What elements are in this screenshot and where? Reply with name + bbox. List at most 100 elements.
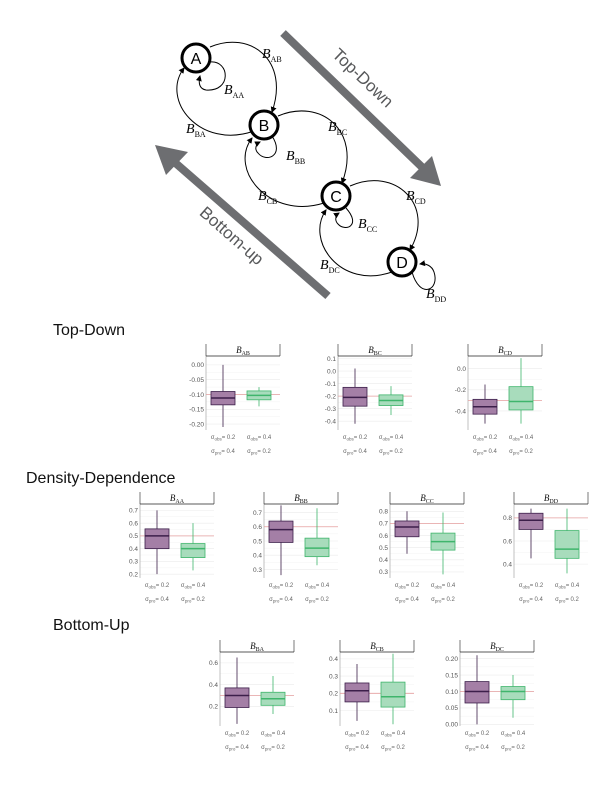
- svg-text:D: D: [396, 255, 408, 272]
- sigma-label: σobs= 0.4: [431, 583, 456, 590]
- panel-title: BCC: [420, 493, 434, 505]
- sigma-label: σpro= 0.2: [509, 449, 533, 456]
- box: [394, 520, 420, 538]
- sigma-label: σobs= 0.2: [465, 731, 490, 738]
- edge-ab: [209, 41, 277, 113]
- strip-header: [460, 640, 534, 652]
- panel-title: BBA: [250, 641, 265, 653]
- y-tick-label: 0.6: [209, 660, 218, 667]
- y-tick-label: 0.8: [503, 515, 512, 522]
- sigma-label: σpro= 0.2: [181, 597, 205, 604]
- y-tick-label: 0.3: [379, 569, 388, 576]
- sigma-label: σpro= 0.4: [345, 745, 369, 752]
- y-tick-label: -0.4: [455, 408, 467, 415]
- sigma-label: σpro= 0.4: [465, 745, 489, 752]
- section-title-top-down: Top-Down: [53, 322, 126, 339]
- svg-text:C: C: [330, 189, 342, 206]
- edge-label-cc: BCC: [358, 217, 377, 234]
- sigma-label: σpro= 0.2: [431, 597, 455, 604]
- y-tick-label: 0.7: [379, 521, 388, 528]
- panel-title: BCD: [498, 345, 513, 357]
- edge-label-dd: BDD: [426, 287, 446, 304]
- edge-label-dc: BDC: [320, 258, 340, 275]
- panel-title: BAA: [170, 493, 185, 505]
- edge-label-cd: BCD: [406, 189, 426, 206]
- y-tick-label: 0.7: [253, 510, 262, 517]
- edge-label-ab: BAB: [262, 47, 282, 64]
- sigma-label: σobs= 0.4: [247, 435, 272, 442]
- edge-aa: [195, 61, 226, 91]
- y-tick-label: 0.05: [445, 705, 458, 712]
- panel-title: BCB: [370, 641, 384, 653]
- y-tick-label: 0.10: [445, 689, 458, 696]
- sigma-label: σobs= 0.4: [181, 583, 206, 590]
- y-tick-label: 0.7: [129, 508, 138, 515]
- sigma-label: σpro= 0.2: [381, 745, 405, 752]
- strip-header: [206, 344, 280, 356]
- y-tick-label: 0.0: [457, 366, 466, 373]
- box: [344, 682, 370, 703]
- y-tick-label: -0.3: [325, 406, 337, 413]
- y-tick-label: 0.8: [379, 509, 388, 516]
- y-tick-label: 0.1: [329, 708, 338, 715]
- sigma-label: σpro= 0.2: [261, 745, 285, 752]
- sigma-label: σobs= 0.2: [519, 583, 544, 590]
- food-web-diagram: Top-Down Bottom-up A B C D BAB BAA BBA: [155, 30, 446, 304]
- sigma-label: σobs= 0.2: [343, 435, 368, 442]
- y-tick-label: -0.20: [189, 421, 204, 428]
- sigma-label: σobs= 0.2: [225, 731, 250, 738]
- edge-bc: [277, 110, 348, 184]
- sigma-label: σobs= 0.2: [145, 583, 170, 590]
- sigma-label: σobs= 0.4: [305, 583, 330, 590]
- edge-label-aa: BAA: [224, 83, 244, 100]
- y-tick-label: 0.2: [329, 691, 338, 698]
- y-tick-label: 0.4: [209, 682, 218, 689]
- y-tick-label: 0.15: [445, 672, 458, 679]
- y-tick-label: -0.1: [325, 381, 337, 388]
- edge-dd: [411, 260, 436, 290]
- box: [518, 512, 544, 530]
- box: [500, 686, 526, 701]
- strip-header: [140, 492, 214, 504]
- box: [224, 687, 250, 708]
- edge-ba: [176, 67, 255, 136]
- strip-header: [220, 640, 294, 652]
- y-tick-label: 0.5: [253, 538, 262, 545]
- edge-label-bc: BBC: [328, 120, 347, 137]
- panel-title: BDD: [544, 493, 559, 505]
- sigma-label: σobs= 0.2: [473, 435, 498, 442]
- edge-cc: [333, 207, 353, 228]
- sigma-label: σobs= 0.2: [345, 731, 370, 738]
- y-tick-label: 0.0: [327, 368, 336, 375]
- y-tick-label: 0.2: [209, 704, 218, 711]
- y-tick-label: -0.2: [455, 387, 467, 394]
- sigma-label: σobs= 0.4: [555, 583, 580, 590]
- box: [144, 528, 170, 550]
- sigma-label: σobs= 0.4: [261, 731, 286, 738]
- box: [464, 681, 490, 704]
- section-title-density-dependence: Density-Dependence: [26, 470, 176, 487]
- strip-header: [514, 492, 588, 504]
- box: [180, 543, 206, 558]
- edge-bb: [254, 135, 277, 158]
- strip-header: [468, 344, 542, 356]
- sigma-label: σpro= 0.2: [555, 597, 579, 604]
- svg-text:B: B: [259, 118, 270, 135]
- sigma-label: σobs= 0.2: [269, 583, 294, 590]
- y-tick-label: 0.20: [445, 656, 458, 663]
- sigma-label: σobs= 0.2: [211, 435, 236, 442]
- y-tick-label: 0.5: [379, 545, 388, 552]
- y-tick-label: 0.00: [445, 722, 458, 729]
- edge-label-bb: BBB: [286, 149, 305, 166]
- y-tick-label: 0.6: [129, 520, 138, 527]
